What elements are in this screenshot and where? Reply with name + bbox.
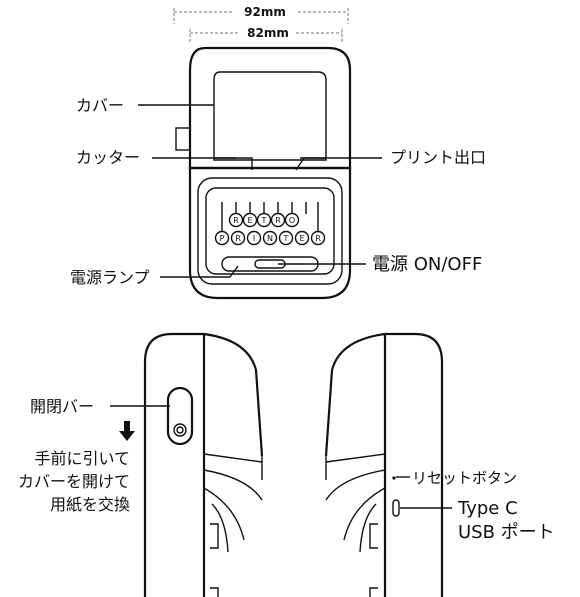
svg-text:カッター: カッター	[76, 148, 140, 167]
svg-text:電源ランプ: 電源ランプ	[70, 268, 150, 287]
key-top-1: R	[228, 212, 244, 228]
svg-text:Type C: Type C	[457, 498, 518, 519]
key-top-3: T	[256, 212, 272, 228]
label-instruction: 手前に引いて カバーを開けて 用紙を交換	[18, 449, 130, 514]
key-bottom-4: N	[262, 230, 278, 246]
key-bottom-6: E	[294, 230, 310, 246]
svg-text:E: E	[247, 216, 252, 225]
printer-left-side-view	[143, 332, 264, 597]
label-cover: カバー	[76, 96, 214, 115]
typewriter-keys-top: R E T R O	[228, 212, 300, 228]
svg-text:USB ポート: USB ポート	[458, 522, 555, 543]
label-type-c: Type C USB ポート	[400, 498, 555, 543]
svg-text:用紙を交換: 用紙を交換	[50, 495, 130, 514]
typewriter-arms	[221, 202, 319, 232]
key-top-5: O	[284, 212, 300, 228]
reset-button[interactable]	[392, 476, 396, 480]
label-open-bar: 開閉バー	[30, 397, 170, 416]
svg-text:R: R	[275, 216, 281, 225]
svg-text:カバーを開けて: カバーを開けて	[18, 472, 130, 491]
svg-text:P: P	[220, 234, 225, 243]
key-top-2: E	[242, 212, 258, 228]
dimension-82mm: 82mm	[189, 26, 343, 44]
label-print-outlet: プリント出口	[300, 148, 486, 167]
label-cutter: カッター	[76, 148, 236, 167]
label-power-lamp: 電源ランプ	[70, 265, 239, 287]
usb-c-port[interactable]	[392, 499, 400, 517]
printer-front-view: R E T R O P R I N T E R	[175, 46, 352, 300]
open-bar[interactable]	[166, 386, 194, 446]
svg-text:手前に引いて: 手前に引いて	[34, 449, 130, 468]
svg-text:カバー: カバー	[76, 96, 124, 115]
svg-text:R: R	[233, 216, 239, 225]
key-bottom-1: P	[214, 230, 230, 246]
svg-text:電源 ON/OFF: 電源 ON/OFF	[372, 254, 482, 275]
printer-right-side-view	[324, 332, 444, 597]
label-reset-button: リセットボタン	[396, 469, 517, 487]
svg-text:E: E	[299, 234, 304, 243]
key-bottom-3: I	[246, 230, 262, 246]
key-bottom-7: R	[310, 230, 326, 246]
svg-text:開閉バー: 開閉バー	[30, 397, 94, 416]
label-power-switch: 電源 ON/OFF	[278, 254, 482, 275]
key-top-4: R	[270, 212, 286, 228]
key-bottom-2: R	[230, 230, 246, 246]
pull-down-arrow-icon	[119, 421, 135, 441]
svg-text:I: I	[253, 234, 255, 243]
svg-text:O: O	[289, 216, 295, 225]
svg-text:N: N	[267, 234, 273, 243]
svg-text:リセットボタン: リセットボタン	[412, 469, 517, 487]
svg-text:R: R	[315, 234, 321, 243]
dimension-92mm: 92mm	[173, 5, 349, 24]
dimension-82mm-label: 82mm	[247, 26, 289, 40]
svg-text:R: R	[235, 234, 241, 243]
typewriter-keys-bottom: P R I N T E R	[214, 230, 326, 246]
svg-text:T: T	[283, 234, 289, 243]
svg-text:T: T	[261, 216, 267, 225]
dimension-92mm-label: 92mm	[244, 5, 286, 19]
key-bottom-5: T	[278, 230, 294, 246]
svg-text:プリント出口: プリント出口	[390, 148, 486, 167]
